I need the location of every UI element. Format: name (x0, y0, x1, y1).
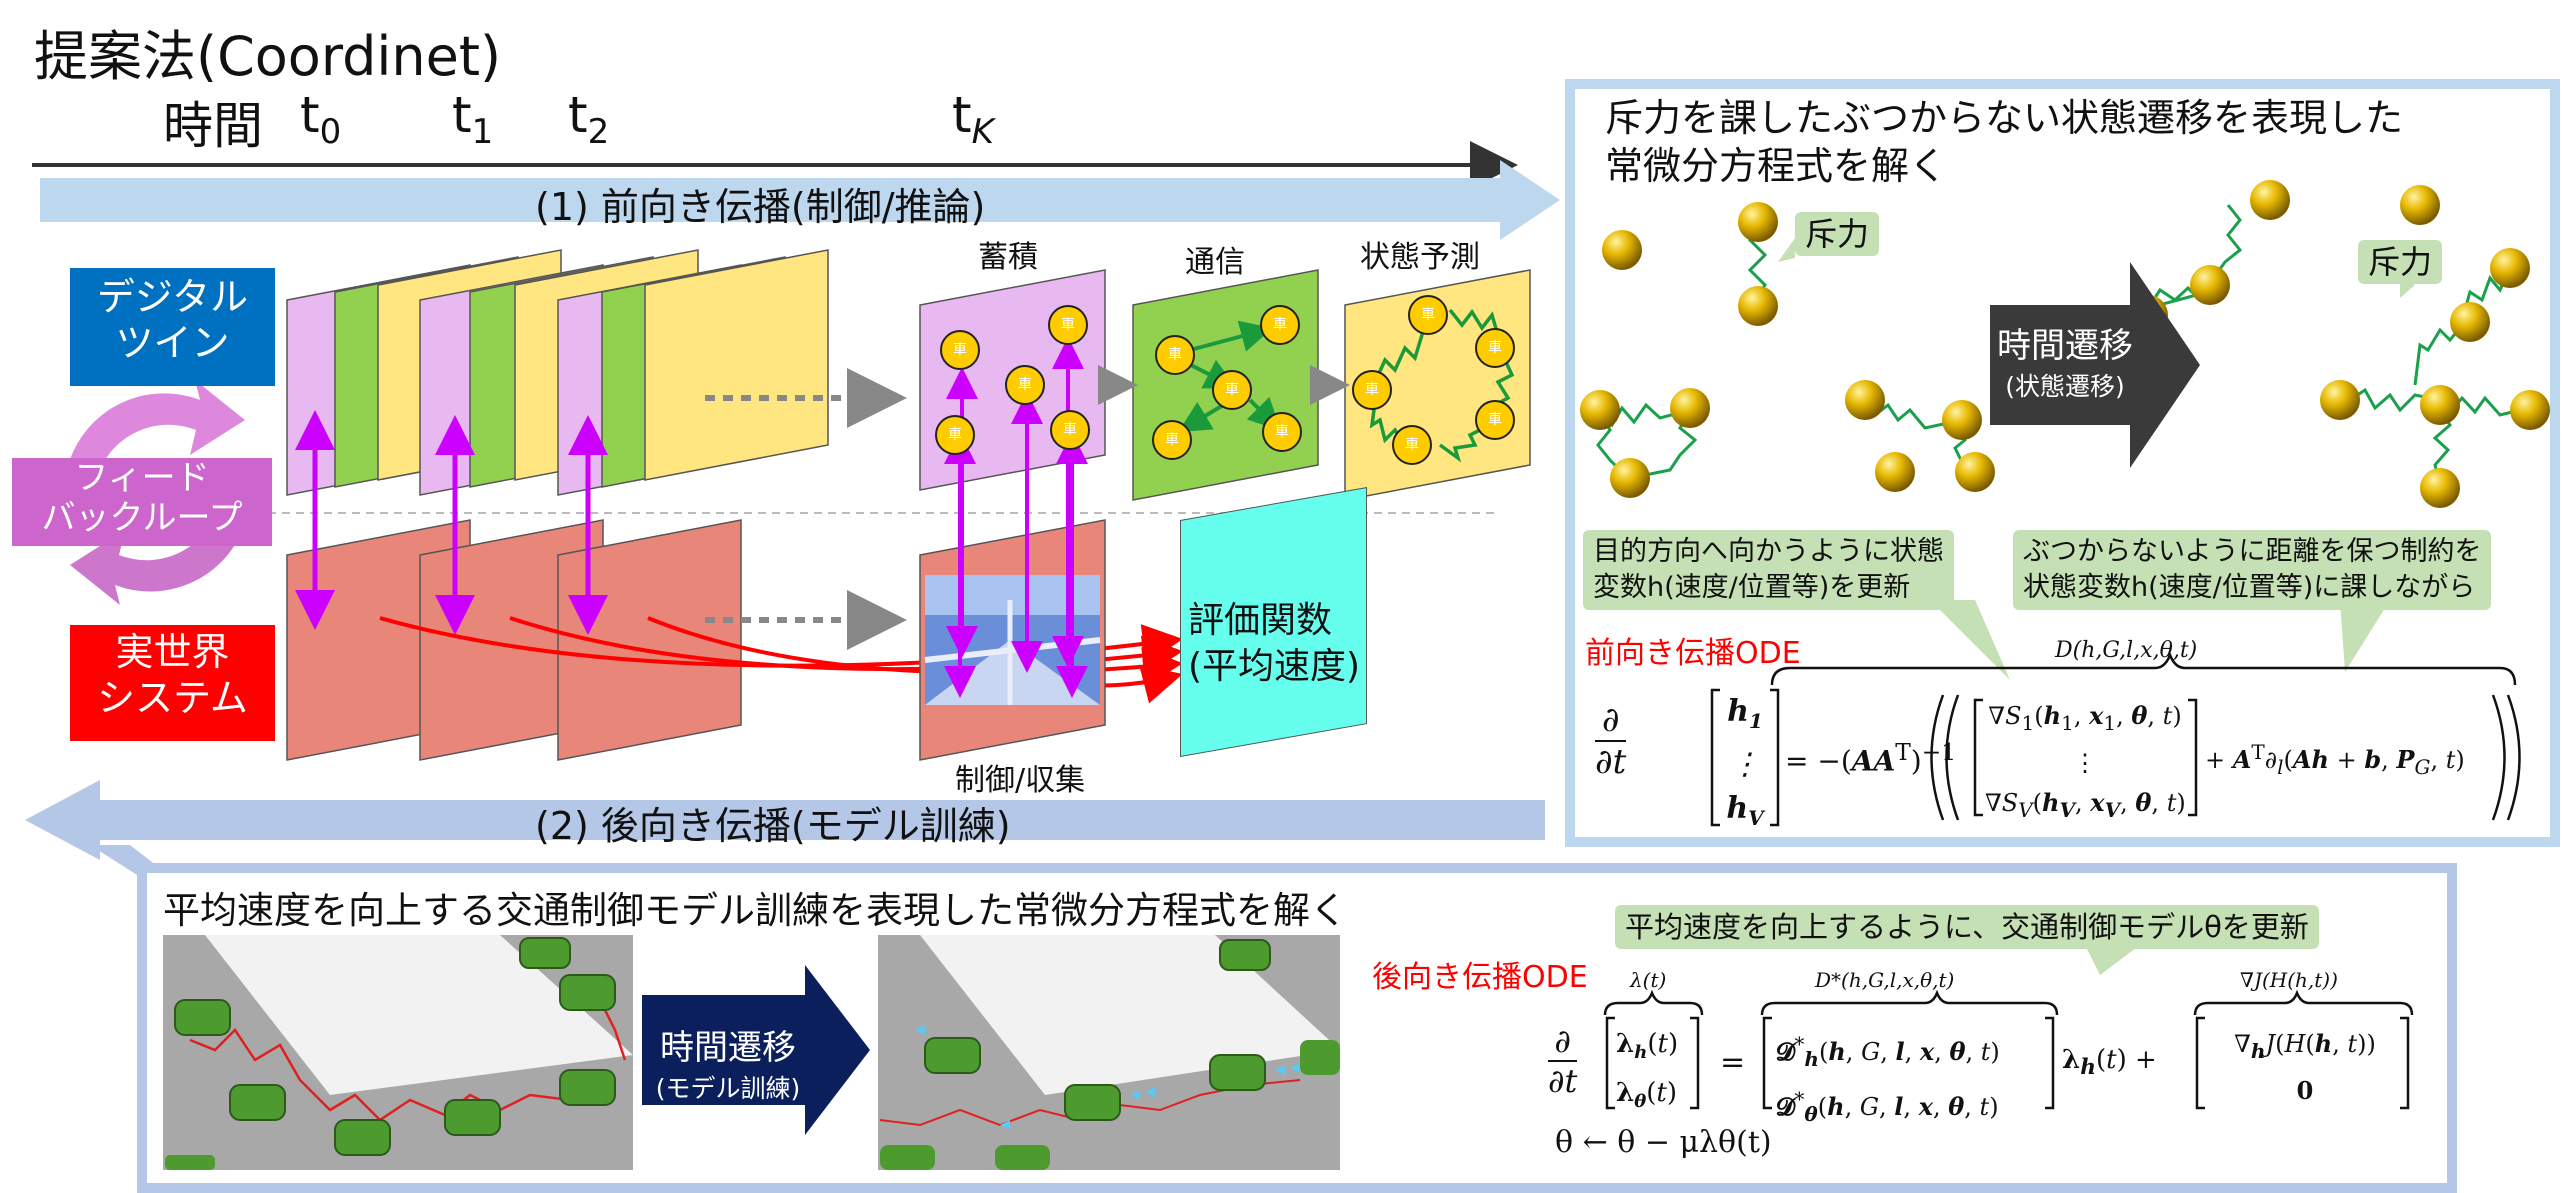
page-title: 提案法(Coordinet) (34, 25, 502, 88)
stage-control-collect-label: 制御/収集 (955, 763, 1086, 798)
forward-ode-grad-vector: ∇S1(h1, x1, θ, t) ⋮ ∇SV(hV, xV, θ, t) (1985, 701, 2186, 822)
forward-ode-rhs-prefix: = −(AAT)−1 (1785, 738, 1957, 778)
vehicle-node: 車 (1048, 305, 1088, 345)
forward-ode-rhs-suffix: + AT∂l(Ah + b, PG, t) (2205, 740, 2465, 779)
predict-springs (1369, 308, 1515, 463)
bottom-panel-heading: 平均速度を向上する交通制御モデル訓練を表現した常微分方程式を解く (163, 889, 1347, 932)
backward-ode-lambda-h: λh(t) + (2062, 1045, 2157, 1081)
parameter-update-rule: θ ← θ − μλθ(t) (1555, 1125, 1772, 1160)
stage-communicate-label: 通信 (1185, 245, 1245, 280)
forward-ode-partial: ∂∂t (1595, 700, 1627, 782)
accumulate-sync-arrows (944, 337, 1088, 698)
vehicle-node: 車 (1262, 412, 1302, 452)
vehicle-node: 車 (1392, 425, 1432, 465)
real-world-layers (286, 519, 742, 761)
callout-improve-speed: 平均速度を向上するように、交通制御モデルθを更新 (1615, 905, 2319, 949)
brace-gradj (2193, 989, 2414, 1016)
real-world-label: 実世界システム (70, 625, 275, 741)
digital-twin-layers (286, 249, 829, 496)
vehicle-node: 車 (1475, 400, 1515, 440)
timeline-t1: t1 (452, 86, 494, 152)
repulsion-callout-1: 斥力 (1795, 212, 1880, 256)
feedback-arrow-top (65, 380, 245, 485)
vehicle-node: 車 (1005, 365, 1045, 405)
backward-ode-lambda-vector: λh(t) λθ(t) (1616, 1029, 1679, 1113)
vehicle-node: 車 (1155, 335, 1195, 375)
vehicle-node: 車 (1408, 295, 1448, 335)
callout-right-tail (2340, 600, 2390, 672)
brace-d-label: D(h,G,l,x,θ,t) (2055, 638, 2198, 663)
forward-arrow (40, 160, 1560, 240)
forward-ode-h-vector: h1⋮hV (1726, 694, 1764, 830)
feedback-loop-label: フィードバックループ (12, 458, 272, 546)
vehicle-node: 車 (1152, 420, 1192, 460)
repulsion-callout-2: 斥力 (2358, 240, 2443, 284)
brace-dstar-label: D*(h,G,l,x,θ,t) (1815, 968, 1955, 992)
backward-arrow (25, 780, 1545, 860)
timeline-label: 時間 (163, 97, 263, 155)
particles-before (1580, 202, 1995, 498)
brace-d (1770, 651, 2517, 686)
callout-no-collision: ぶつからないように距離を保つ制約を状態変数h(速度/位置等)に課しながら (2013, 530, 2492, 610)
feedback-arrow-bottom (70, 500, 250, 605)
vehicle-node: 車 (1352, 370, 1392, 410)
callout-bottom-tail (2085, 945, 2140, 975)
timeline-tk: tK (952, 86, 994, 152)
forward-ode-brackets (1710, 688, 2521, 827)
backward-ode-partial: ∂∂t (1548, 1022, 1578, 1100)
vehicle-node: 車 (940, 330, 980, 370)
stage-predict-label: 状態予測 (1360, 240, 1480, 275)
right-panel (1565, 79, 2560, 847)
brace-gradj-label: ∇J(H(h,t)) (2240, 968, 2338, 992)
state-transition-label: 時間遷移 (状態遷移) (1997, 326, 2133, 401)
timeline-t0: t0 (300, 86, 342, 152)
digital-twin-label: デジタルツイン (70, 268, 275, 386)
state-transition-arrow (1990, 262, 2200, 468)
model-transition-arrow (642, 965, 870, 1135)
callout-left-tail (1930, 600, 2010, 680)
sync-arrows (295, 410, 608, 635)
callout-repulsion1-tail (1778, 238, 1795, 262)
traffic-image-before (163, 935, 633, 1170)
brace-lambda (1603, 989, 1704, 1016)
right-panel-heading: 斥力を課したぶつからない状態遷移を表現した常微分方程式を解く (1605, 96, 2404, 188)
model-transition-label: 時間遷移 (モデル訓練) (655, 1028, 801, 1103)
backward-ode-gradj-vector: ∇hJ(H(h, t)) 0 (2234, 1029, 2376, 1105)
backward-ode-label: 後向き伝播ODE (1372, 960, 1588, 995)
forward-arrow-label: (1) 前向き伝播(制御/推論) (535, 185, 986, 229)
callout-update-direction: 目的方向へ向かうように状態変数h(速度/位置等)を更新 (1583, 530, 1954, 610)
traffic-image-after (878, 935, 1340, 1170)
brace-lambda-label: λ(t) (1630, 968, 1667, 992)
backward-ode-brackets (1605, 1016, 2410, 1110)
stage-accumulate-label: 蓄積 (978, 240, 1038, 275)
vehicle-node: 車 (1212, 370, 1252, 410)
backward-ode-dstar-vector: 𝓓*h(h, G, l, x, θ, t) 𝓓*θ(h, G, l, x, θ,… (1776, 1032, 2000, 1126)
vehicle-node: 車 (1050, 410, 1090, 450)
evaluation-label: 評価関数(平均速度) (1188, 600, 1361, 687)
forward-ode-label: 前向き伝播ODE (1585, 636, 1801, 671)
vehicle-node: 車 (1260, 305, 1300, 345)
backward-arrow-label: (2) 後向き伝播(モデル訓練) (535, 804, 1011, 848)
vehicle-node: 車 (1475, 328, 1515, 368)
timeline-t2: t2 (568, 86, 610, 152)
particles-after (2128, 180, 2550, 508)
vehicle-node: 車 (935, 415, 975, 455)
backward-ode-equals: = (1720, 1045, 1746, 1080)
brace-dstar (1760, 989, 2059, 1016)
